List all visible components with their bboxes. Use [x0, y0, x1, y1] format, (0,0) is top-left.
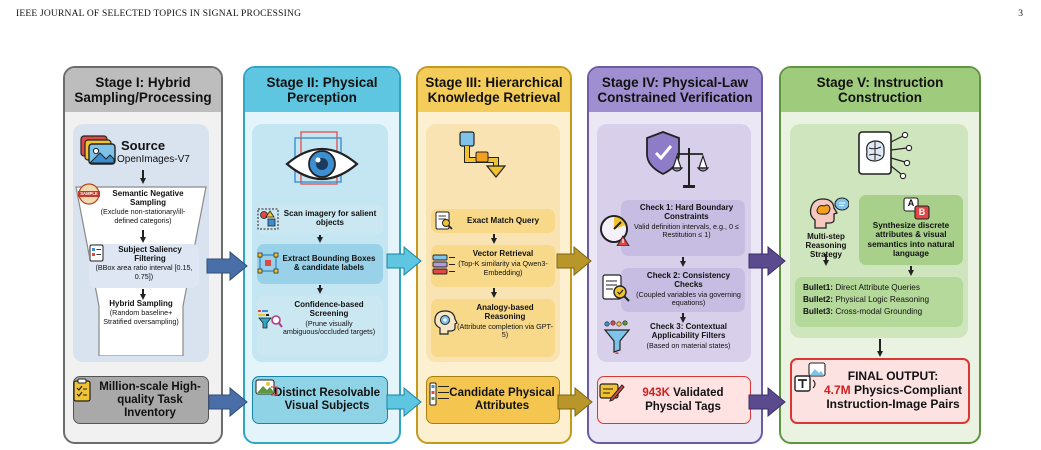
validated-text: Validated Physcial Tags	[645, 387, 724, 413]
arrow-stage4-to-stage5-bottom	[748, 387, 786, 417]
checklist-icon	[89, 244, 104, 262]
validated-count: 943K	[642, 387, 670, 399]
stage4-panel: Stage IV: Physical-Law Constrained Verif…	[587, 66, 763, 444]
eye-scan-icon	[285, 131, 359, 185]
arrow-stage4-to-stage5-top	[748, 246, 786, 276]
brain-document-icon	[858, 131, 913, 180]
brain-gear-icon	[434, 310, 458, 335]
arrow-stage1-to-stage2-bottom	[208, 387, 248, 417]
text-image-pair-icon	[794, 362, 826, 392]
translate-icon	[903, 197, 930, 220]
stage2-title: Stage II: Physical Perception	[245, 68, 399, 112]
document-search-icon	[435, 211, 453, 230]
bounding-box-icon	[257, 252, 279, 274]
source-name: OpenImages-V7	[117, 154, 190, 165]
shapes-scan-icon	[257, 208, 279, 230]
filter-magnifier-icon	[258, 310, 283, 329]
image-stack-icon	[80, 135, 116, 165]
gauge-warning-icon	[600, 215, 630, 246]
arrow-stage3-to-stage4-bottom	[557, 387, 593, 417]
source-title: Source	[121, 138, 166, 153]
stage1-output: Million-scale High-quality Task Inventor…	[73, 376, 209, 424]
subject-saliency-filtering: Subject Saliency Filtering (BBox area ra…	[89, 244, 199, 288]
arrow-stage1-to-stage2-top	[206, 251, 248, 281]
arrow-stage2-to-stage3-top	[386, 246, 422, 276]
stage2-output: Distinct Resolvable Visual Subjects	[252, 376, 388, 424]
vector-retrieval-step: Vector Retrieval (Top-K similarity via Q…	[431, 245, 555, 287]
stage3-panel: Stage III: Hierarchical Knowledge Retrie…	[416, 66, 572, 444]
bullet2: Bullet2: Physical Logic Reasoning	[803, 295, 930, 304]
target-image-icon	[255, 379, 278, 396]
hybrid-sampling: Hybrid Sampling (Random baseline+ Strati…	[103, 299, 179, 326]
stage3-output: Candidate Physical Attributes	[426, 376, 560, 424]
shield-scale-icon	[646, 131, 709, 188]
reasoning-head-icon	[809, 197, 849, 229]
tag-pen-icon	[599, 383, 625, 402]
sample-stamp-icon	[78, 183, 100, 205]
bullet3: Bullet3: Cross-modal Grounding	[803, 307, 923, 316]
semantic-negative-sampling: Semantic Negative Sampling (Exclude non-…	[100, 189, 186, 225]
retrieval-arrow-icon	[459, 131, 507, 178]
running-head: IEEE JOURNAL OF SELECTED TOPICS IN SIGNA…	[16, 9, 302, 19]
vector-database-icon	[432, 254, 455, 275]
arrow-stage2-to-stage3-bottom	[386, 387, 422, 417]
final-count: 4.7M	[823, 383, 851, 397]
confidence-screening-step: Confidence-based Screening (Prune visual…	[257, 296, 383, 356]
stage4-title: Stage IV: Physical-Law Constrained Verif…	[589, 68, 761, 112]
page-number: 3	[1018, 9, 1023, 19]
checklist-magnifier-icon	[602, 274, 630, 302]
glyph-b: B	[918, 207, 926, 217]
final-text: Physics-Compliant Instruction-Image Pair…	[826, 383, 963, 411]
stage2-panel: Stage II: Physical Perception Scan image…	[243, 66, 401, 444]
stage3-title: Stage III: Hierarchical Knowledge Retrie…	[418, 68, 570, 112]
stage5-panel: Stage V: Instruction Construction Multi-…	[779, 66, 981, 444]
bullet1: Bullet1: Direct Attribute Queries	[803, 283, 920, 292]
check3-step: Check 3: Contextual Applicability Filter…	[646, 322, 731, 350]
filter-funnel-icon	[603, 320, 631, 354]
attribute-list-icon	[429, 382, 449, 406]
inventory-icon	[73, 378, 91, 402]
glyph-a: A	[907, 198, 915, 208]
stamp-label: SAMPLE	[80, 191, 98, 196]
arrow-stage3-to-stage4-top	[556, 246, 592, 276]
bullets-box: Bullet1: Direct Attribute Queries Bullet…	[795, 277, 963, 327]
check1-step: Check 1: Hard Boundary Constraints Valid…	[621, 200, 745, 256]
stage5-title: Stage V: Instruction Construction	[781, 68, 979, 112]
extract-bounding-boxes-step: Extract Bounding Boxes & candidate label…	[257, 244, 383, 284]
stage1-title: Stage I: Hybrid Sampling/Processing	[65, 68, 221, 112]
check2-step: Check 2: Consistency Checks (Coupled var…	[621, 268, 745, 312]
stage1-panel: Stage I: Hybrid Sampling/Processing Sour…	[63, 66, 223, 444]
